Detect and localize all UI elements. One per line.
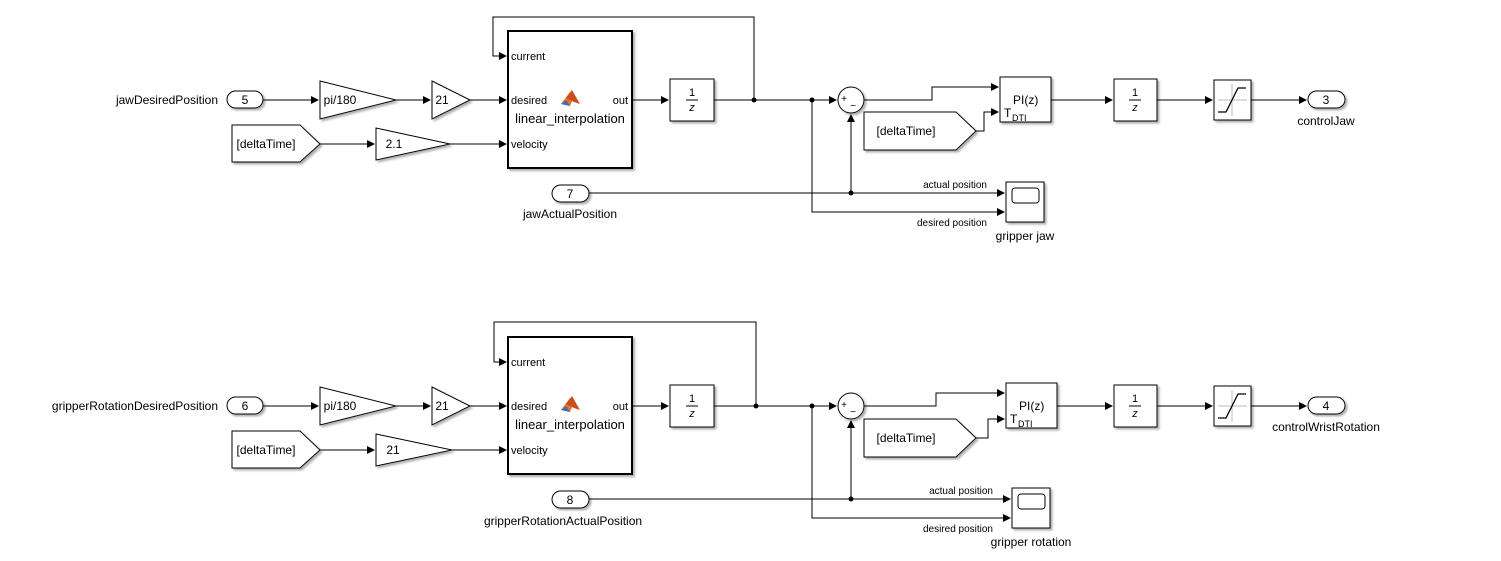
fcn-input-desired: desired (511, 401, 547, 413)
scope-signal-actual: actual position (929, 486, 993, 497)
pi-controller-dtl-label: DTI (1018, 419, 1033, 429)
delta-time-from-block[interactable]: [deltaTime] (231, 430, 321, 469)
scope-signal-desired: desired position (923, 524, 993, 535)
unit-delay-block[interactable]: 1 z (669, 78, 715, 122)
actual-position-inport[interactable]: 8 (551, 490, 590, 509)
saturation-block[interactable] (1213, 79, 1252, 121)
linear-interpolation-function-block[interactable]: current desired velocity out linear_inte… (507, 336, 633, 475)
deg-to-rad-gain-label: pi/180 (324, 399, 357, 413)
sum-minus-sign: − (850, 101, 856, 112)
pi-controller-label: PI(z) (1013, 93, 1038, 107)
jaw-control-loop: jawDesiredPosition 5 pi/180 21 [deltaTim… (115, 16, 1355, 243)
fcn-block-name: linear_interpolation (515, 417, 625, 432)
pi-controller-t-label: T (1010, 412, 1018, 426)
actual-position-inport[interactable]: 7 (551, 184, 590, 203)
scope-name: gripper jaw (996, 229, 1055, 243)
integrator-denominator: z (1131, 102, 1138, 114)
scope-block[interactable] (1011, 487, 1051, 529)
fcn-output-out: out (613, 95, 628, 107)
deg-to-rad-gain-label: pi/180 (324, 93, 357, 107)
desired-gain-label: 21 (435, 399, 449, 413)
velocity-gain[interactable]: 2.1 (375, 127, 451, 161)
delta-time-tag: [deltaTime] (237, 137, 296, 151)
desired-port-number: 5 (242, 93, 249, 107)
control-outport-number: 4 (1323, 399, 1330, 413)
scope-signal-actual: actual position (923, 180, 987, 191)
fcn-output-out: out (613, 401, 628, 413)
control-outport-label: controlWristRotation (1272, 420, 1380, 434)
matlab-logo-icon (561, 396, 580, 412)
saturation-curve-icon (1218, 87, 1246, 113)
actual-port-number: 7 (567, 187, 574, 201)
actual-port-number: 8 (567, 493, 574, 507)
pi-delta-time-from-block[interactable]: [deltaTime] (863, 418, 977, 458)
wrist-rotation-control-loop: gripperRotationDesiredPosition 6 pi/180 … (52, 321, 1380, 549)
velocity-gain[interactable]: 21 (375, 433, 453, 467)
delta-time-from-block[interactable]: [deltaTime] (231, 124, 321, 163)
unit-delay-block[interactable]: 1 z (669, 384, 715, 428)
pi-controller-label: PI(z) (1019, 399, 1044, 413)
scope-screen-icon (1017, 493, 1046, 510)
desired-position-inport[interactable]: 5 (226, 90, 264, 109)
actual-position-label: jawActualPosition (522, 207, 617, 221)
error-sum-block[interactable]: + − (837, 392, 865, 420)
control-outport-number: 3 (1323, 93, 1330, 107)
desired-gain[interactable]: 21 (431, 80, 472, 120)
desired-gain-label: 21 (435, 93, 449, 107)
deg-to-rad-gain[interactable]: pi/180 (319, 80, 397, 120)
scope-signal-desired: desired position (917, 218, 987, 229)
sum-minus-sign: − (850, 407, 856, 418)
desired-port-number: 6 (242, 399, 249, 413)
desired-position-label: gripperRotationDesiredPosition (52, 399, 218, 413)
scope-block[interactable] (1005, 181, 1045, 223)
delta-time-tag: [deltaTime] (237, 443, 296, 457)
scope-screen-icon (1011, 187, 1040, 204)
matlab-logo-icon (561, 90, 580, 106)
integrator-block[interactable]: 1 z (1113, 78, 1158, 122)
desired-position-inport[interactable]: 6 (226, 396, 264, 415)
fcn-block-name: linear_interpolation (515, 111, 625, 126)
velocity-gain-label: 2.1 (386, 137, 403, 151)
deg-to-rad-gain[interactable]: pi/180 (319, 386, 397, 426)
pi-controller-block[interactable]: PI(z) T DTI (1005, 382, 1058, 429)
linear-interpolation-function-block[interactable]: current desired velocity out linear_inte… (507, 30, 633, 169)
sum-plus-sign: + (841, 400, 847, 411)
pi-controller-t-label: T (1004, 106, 1012, 120)
saturation-block[interactable] (1213, 385, 1252, 427)
integrator-numerator: 1 (1132, 87, 1138, 99)
fcn-input-velocity: velocity (511, 139, 548, 151)
pi-controller-dtl-label: DTI (1012, 113, 1027, 123)
control-outport-label: controlJaw (1297, 114, 1355, 128)
saturation-curve-icon (1218, 393, 1246, 419)
control-outport[interactable]: 3 (1307, 90, 1346, 109)
control-outport[interactable]: 4 (1307, 396, 1346, 415)
desired-position-label: jawDesiredPosition (115, 93, 218, 107)
fcn-input-desired: desired (511, 95, 547, 107)
integrator-numerator: 1 (1132, 393, 1138, 405)
desired-gain[interactable]: 21 (431, 386, 472, 426)
unit-delay-denominator: z (688, 102, 695, 114)
pi-delta-time-tag: [deltaTime] (877, 124, 936, 138)
pi-delta-time-from-block[interactable]: [deltaTime] (863, 111, 977, 151)
sum-plus-sign: + (841, 94, 847, 105)
error-sum-block[interactable]: + − (837, 86, 865, 114)
pi-delta-time-tag: [deltaTime] (877, 431, 936, 445)
fcn-input-current: current (511, 357, 545, 369)
unit-delay-numerator: 1 (689, 87, 695, 99)
fcn-input-current: current (511, 51, 545, 63)
pi-controller-block[interactable]: PI(z) T DTI (999, 76, 1052, 123)
scope-name: gripper rotation (991, 535, 1072, 549)
actual-position-label: gripperRotationActualPosition (484, 514, 642, 528)
unit-delay-numerator: 1 (689, 393, 695, 405)
velocity-gain-label: 21 (386, 443, 400, 457)
integrator-denominator: z (1131, 408, 1138, 420)
integrator-block[interactable]: 1 z (1113, 384, 1158, 428)
fcn-input-velocity: velocity (511, 445, 548, 457)
unit-delay-denominator: z (688, 408, 695, 420)
